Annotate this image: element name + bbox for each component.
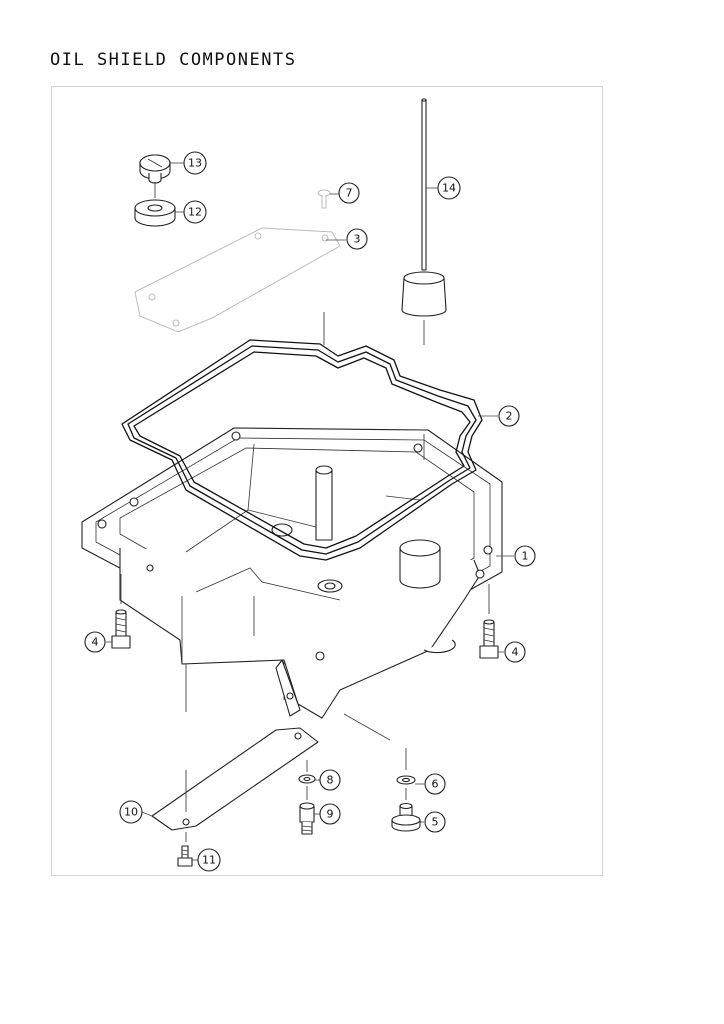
callout-13-label: 13 xyxy=(188,157,202,170)
small-screw xyxy=(317,189,331,209)
diagram-frame xyxy=(51,86,603,876)
page-title: OIL SHIELD COMPONENTS xyxy=(50,50,297,70)
oil-pan xyxy=(81,427,503,719)
callout-9: 9 xyxy=(319,803,341,825)
callout-4-right-label: 4 xyxy=(512,646,519,659)
gasket xyxy=(121,339,483,561)
callout-10: 10 xyxy=(119,800,143,824)
assembly-axes xyxy=(120,182,490,842)
bolt-left xyxy=(111,609,131,649)
callout-9-label: 9 xyxy=(327,808,334,821)
cover-plate xyxy=(134,227,341,333)
bracket-screw xyxy=(177,845,193,867)
callout-8: 8 xyxy=(319,769,341,791)
small-washer-8 xyxy=(298,774,316,784)
callout-6-label: 6 xyxy=(432,778,439,791)
callout-3: 3 xyxy=(346,228,368,250)
callout-4-left: 4 xyxy=(84,631,106,653)
callout-2-label: 2 xyxy=(506,410,513,423)
callout-14: 14 xyxy=(437,176,461,200)
bracket-plate xyxy=(151,727,319,831)
bolt-right xyxy=(479,619,499,659)
filler-cap xyxy=(139,154,171,184)
sensor-plug xyxy=(299,802,315,835)
callout-13: 13 xyxy=(183,151,207,175)
callout-10-label: 10 xyxy=(124,806,138,819)
cap-washer xyxy=(134,199,176,227)
callout-2: 2 xyxy=(498,405,520,427)
drain-plug xyxy=(391,802,421,832)
callout-7-label: 7 xyxy=(346,187,353,200)
callout-8-label: 8 xyxy=(327,774,334,787)
callout-6: 6 xyxy=(424,773,446,795)
callout-5: 5 xyxy=(424,811,446,833)
dipstick xyxy=(401,98,447,317)
callout-4-right: 4 xyxy=(504,641,526,663)
callout-14-label: 14 xyxy=(442,182,456,195)
callout-1: 1 xyxy=(514,545,536,567)
callout-12: 12 xyxy=(183,200,207,224)
callout-1-label: 1 xyxy=(522,550,529,563)
leader-lines xyxy=(106,162,514,861)
callout-7: 7 xyxy=(338,182,360,204)
callout-11: 11 xyxy=(197,848,221,872)
callout-12-label: 12 xyxy=(188,206,202,219)
callout-5-label: 5 xyxy=(432,816,439,829)
callout-3-label: 3 xyxy=(354,233,361,246)
callout-4-left-label: 4 xyxy=(92,636,99,649)
callout-11-label: 11 xyxy=(202,854,216,867)
drain-washer xyxy=(396,775,416,785)
